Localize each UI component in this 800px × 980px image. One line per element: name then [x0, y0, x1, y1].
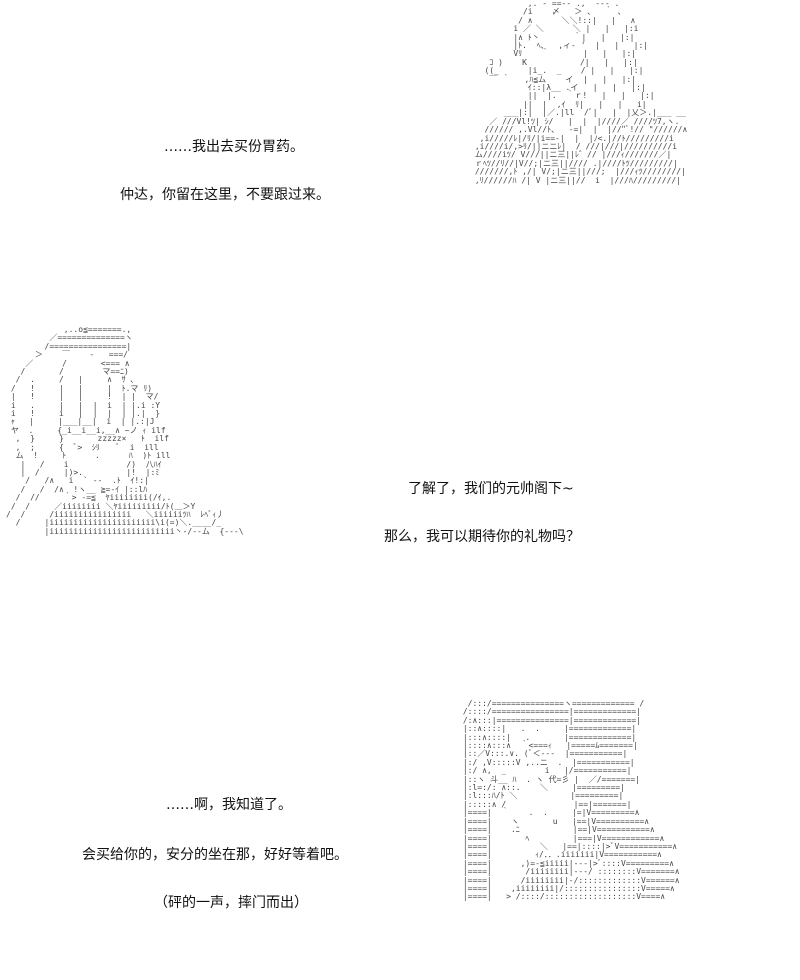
panel1-line-1: ……我出去买份胃药。 — [164, 139, 304, 155]
panel3-line-1: ……啊，我知道了。 — [166, 797, 292, 813]
ascii-art-figure-door-icon: /:::/===============ヽ============= / /::… — [462, 700, 680, 902]
panel1-line-2: 仲达，你留在这里，不要跟过来。 — [120, 187, 330, 203]
panel3-line-2: 会买给你的，安分的坐在那，好好等着吧。 — [82, 847, 348, 863]
panel3-line-3: （砰的一声，摔门而出） — [154, 895, 308, 911]
panel2-line-1: 了解了，我们的元帅阁下~ — [408, 481, 574, 497]
ascii-art-figure-seated-icon: ,..o≦=======., ／==============ヽ /=======… — [6, 326, 244, 536]
ascii-art-figure-standing-icon: ,. ‐ ==‐- ., ‐‐- . /i 〆 ＞ 、 ｀ 、 / ∧ ＼＼!:… — [474, 0, 688, 185]
panel2-line-2: 那么，我可以期待你的礼物吗？ — [384, 529, 580, 545]
